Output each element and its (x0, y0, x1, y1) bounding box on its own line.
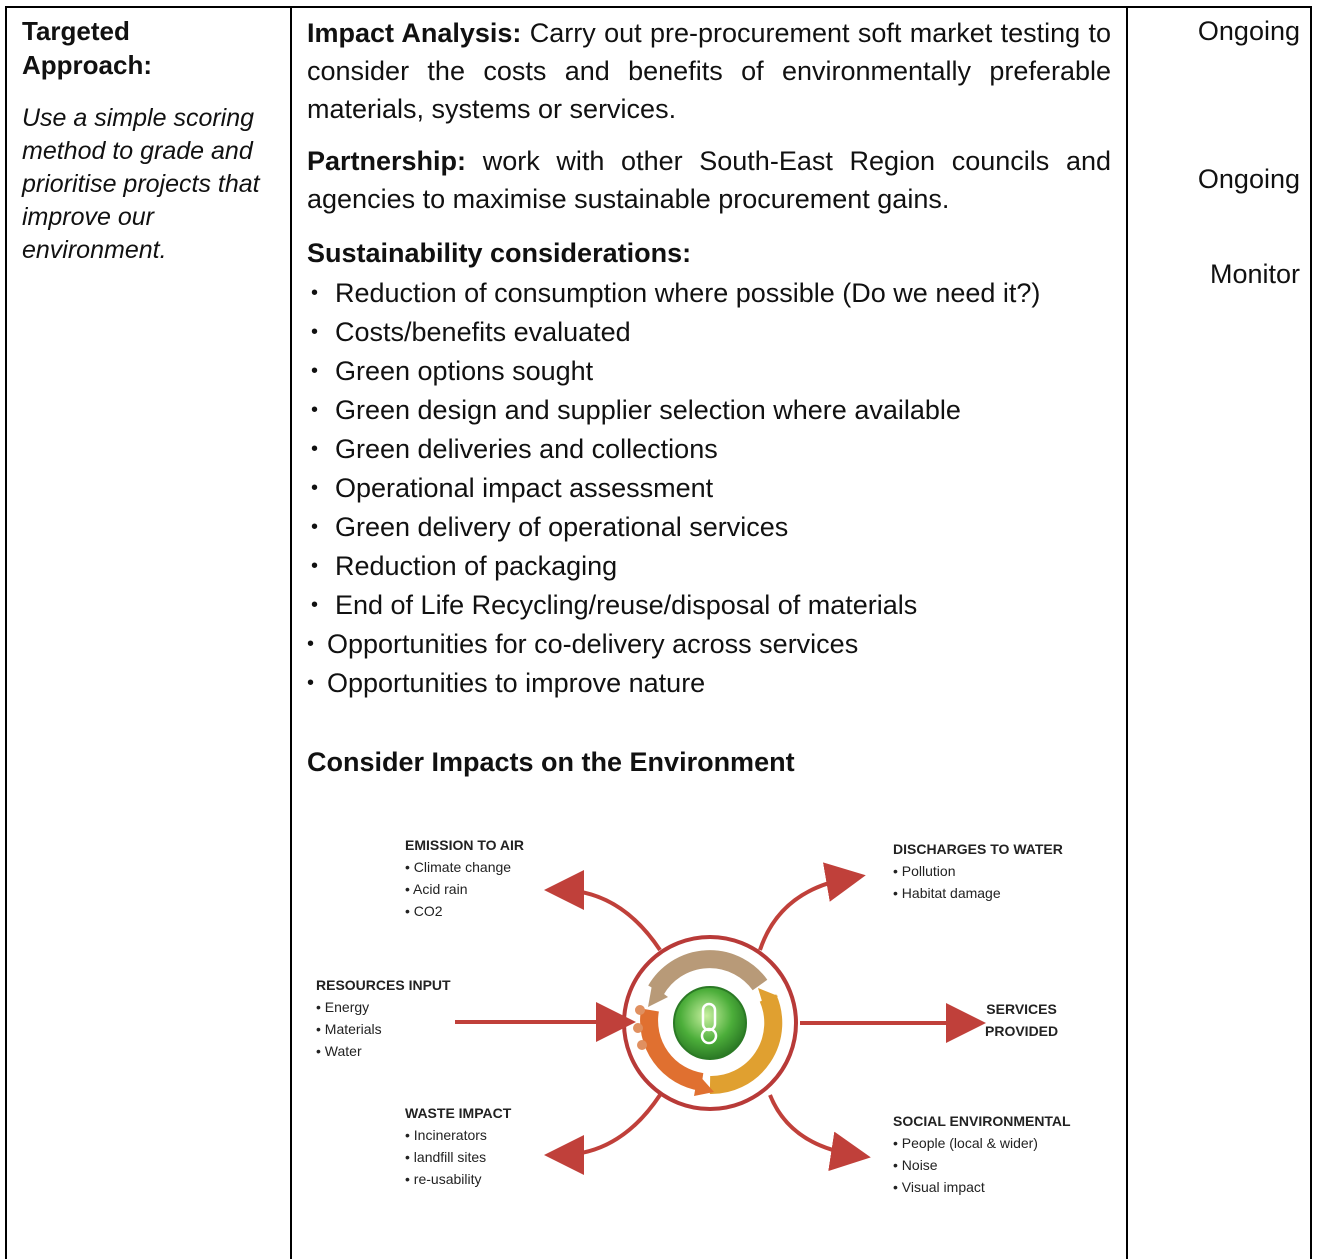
partnership-paragraph: Partnership: work with other South-East … (307, 142, 1111, 218)
list-item: • landfill sites (405, 1149, 487, 1165)
actions-column: Impact Analysis: Carry out pre-procureme… (307, 14, 1111, 781)
list-item-text: Reduction of packaging (335, 551, 618, 581)
resources-label: RESOURCES INPUT • Energy • Materials • W… (316, 974, 451, 1062)
discharges-title: DISCHARGES TO WATER (893, 841, 1063, 857)
list-item-text: Opportunities to improve nature (327, 668, 706, 698)
social-label: SOCIAL ENVIRONMENTAL • People (local & w… (893, 1110, 1071, 1198)
list-item-text: Reduction of consumption where possible … (335, 278, 1041, 308)
cycle-arrow-top (648, 950, 768, 995)
list-item: • CO2 (405, 903, 443, 919)
approach-column: Targeted Approach: Use a simple scoring … (22, 14, 284, 267)
bullet-icon: • (311, 321, 319, 343)
waste-label: WASTE IMPACT • Incinerators • landfill s… (405, 1102, 511, 1190)
bullet-icon: • (311, 555, 319, 577)
list-item: • Noise (893, 1157, 938, 1173)
status-impact-analysis: Ongoing (1197, 16, 1300, 46)
partnership-text: work with other South-East Region counci… (307, 146, 1111, 214)
bullet-icon: • (311, 477, 319, 499)
approach-heading-line1: Targeted (22, 16, 130, 46)
status-partnership: Ongoing (1197, 164, 1300, 194)
status-sustainability: Monitor (1209, 259, 1300, 289)
list-item-text: Costs/benefits evaluated (335, 317, 631, 347)
list-item: • Reduction of consumption where possible… (307, 274, 1111, 313)
cycle-arrow-left (640, 1008, 704, 1091)
list-item-text: Green design and supplier selection wher… (335, 395, 961, 425)
thermometer-icon (673, 986, 747, 1060)
list-item: • Opportunities for co-delivery across se… (307, 625, 1111, 664)
partnership-title: Partnership: (307, 146, 467, 176)
list-item: • Green delivery of operational services (307, 508, 1111, 547)
list-item: • re-usability (405, 1171, 482, 1187)
arrow-discharges (758, 862, 866, 951)
bullet-icon: • (311, 516, 319, 538)
list-item: • Costs/benefits evaluated (307, 313, 1111, 352)
list-item: • Water (316, 1043, 362, 1059)
list-item: • Green deliveries and collections (307, 430, 1111, 469)
discharges-label: DISCHARGES TO WATER • Pollution • Habita… (893, 838, 1063, 904)
list-item: • Incinerators (405, 1127, 487, 1143)
list-item-text: Green delivery of operational services (335, 512, 789, 542)
list-item: • Acid rain (405, 881, 468, 897)
list-item: • Energy (316, 999, 370, 1015)
list-item-text: Green deliveries and collections (335, 434, 718, 464)
waste-title: WASTE IMPACT (405, 1105, 512, 1121)
arrow-emission (544, 870, 662, 952)
list-item-text: Operational impact assessment (335, 473, 714, 503)
bullet-icon: • (311, 438, 319, 460)
bullet-icon: • (311, 399, 319, 421)
services-line1: SERVICES (986, 1001, 1057, 1017)
arrow-social (768, 1094, 871, 1172)
cycle-arrow-right (709, 994, 783, 1095)
bullet-icon: • (307, 633, 315, 655)
social-title: SOCIAL ENVIRONMENTAL (893, 1113, 1071, 1129)
policy-table (5, 6, 1312, 1259)
services-line2: PROVIDED (985, 1023, 1059, 1039)
list-item: • Operational impact assessment (307, 469, 1111, 508)
list-item: • Visual impact (893, 1179, 985, 1195)
list-item: • End of Life Recycling/reuse/disposal of… (307, 586, 1111, 625)
column-divider-1 (290, 6, 292, 1259)
approach-description: Use a simple scoring method to grade and… (22, 104, 260, 264)
list-item-text: Opportunities for co-delivery across ser… (327, 629, 859, 659)
list-item: • Green design and supplier selection whe… (307, 391, 1111, 430)
list-item-text: Green options sought (335, 356, 594, 386)
impact-analysis-title: Impact Analysis: (307, 18, 522, 48)
list-item: • Green options sought (307, 352, 1111, 391)
emission-label: EMISSION TO AIR • Climate change • Acid … (405, 834, 524, 922)
list-item: • Opportunities to improve nature (307, 664, 1111, 703)
arrow-waste (544, 1093, 662, 1175)
list-item: • Climate change (405, 859, 512, 875)
bullet-icon: • (311, 360, 319, 382)
impact-diagram-graphic (455, 862, 986, 1175)
approach-heading-line2: Approach: (22, 50, 152, 80)
list-item: • Reduction of packaging (307, 547, 1111, 586)
list-item-text: End of Life Recycling/reuse/disposal of … (335, 590, 918, 620)
column-divider-2 (1126, 6, 1128, 1259)
impact-analysis-text: Carry out pre-procurement soft market te… (307, 18, 1112, 124)
sustainability-list: • Reduction of consumption where possible… (307, 274, 1111, 703)
impact-analysis-paragraph: Impact Analysis: Carry out pre-procureme… (307, 14, 1111, 128)
bullet-icon: • (307, 672, 315, 694)
list-item: • Materials (316, 1021, 382, 1037)
bullet-icon: • (311, 594, 319, 616)
list-item: • Pollution (893, 863, 956, 879)
consider-impacts-heading: Consider Impacts on the Environment (307, 747, 795, 777)
sustainability-title: Sustainability considerations: (307, 238, 692, 268)
services-label: SERVICES PROVIDED (985, 998, 1058, 1042)
resources-title: RESOURCES INPUT (316, 977, 451, 993)
list-item: • Habitat damage (893, 885, 1001, 901)
environment-impact-diagram: EMISSION TO AIR • Climate change • Acid … (310, 830, 1110, 1210)
emission-title: EMISSION TO AIR (405, 837, 525, 853)
list-item: • People (local & wider) (893, 1135, 1038, 1151)
bullet-icon: • (311, 282, 319, 304)
